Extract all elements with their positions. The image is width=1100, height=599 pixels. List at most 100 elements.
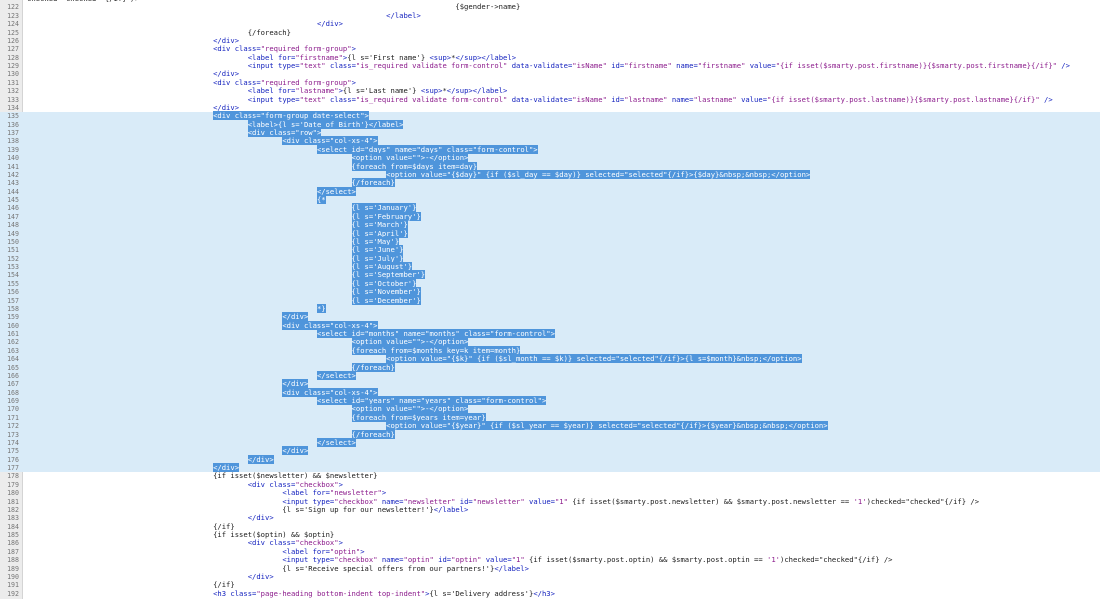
code-line[interactable]: 176 </div> (0, 454, 1100, 464)
code-line[interactable]: 171 {foreach from=$years item=year} (0, 412, 1100, 423)
code-line[interactable]: 166 </select> (0, 370, 1100, 381)
code-line[interactable]: 149 {l s='April'} (0, 228, 1100, 238)
code-line[interactable]: 158 *} (0, 303, 1100, 314)
code-text: <option value="{$day}" {if ($sl_day == $… (27, 169, 811, 179)
code-line[interactable]: 190 </div> (0, 572, 1100, 581)
code-text: {/foreach} (27, 28, 291, 37)
code-line[interactable]: 139 <select id="days" name="days" class=… (0, 144, 1100, 155)
code-line[interactable]: 125 {/foreach} (0, 28, 1100, 37)
code-line[interactable]: 135 <div class="form-group date-select"> (0, 111, 1100, 121)
code-line[interactable]: 142 <option value="{$day}" {if ($sl_day … (0, 169, 1100, 180)
code-token: class= (234, 77, 261, 87)
code-line[interactable]: 136 <label>{l s='Date of Birth'}</label> (0, 119, 1100, 129)
code-line[interactable]: 141 {foreach from=$days item=day} (0, 161, 1100, 171)
code-line[interactable]: 186 <div class="checkbox"> (0, 539, 1100, 548)
code-line[interactable]: 128 <label for="firstname">{l s='First n… (0, 53, 1100, 62)
code-line[interactable]: 151 {l s='June'} (0, 245, 1100, 255)
code-line[interactable]: 179 <div class="checkbox"> (0, 480, 1100, 489)
selected-code: <select id="years" name="years" class="f… (316, 396, 547, 405)
code-line[interactable]: 163 {foreach from=$months key=k item=mon… (0, 345, 1100, 356)
code-line[interactable]: 160 <div class="col-xs-4"> (0, 320, 1100, 330)
code-line[interactable]: 126 </div> (0, 36, 1100, 45)
code-line[interactable]: 175 </div> (0, 446, 1100, 456)
code-line[interactable]: 168 <div class="col-xs-4"> (0, 387, 1100, 397)
code-line[interactable]: 181 <input type="checkbox" name="newslet… (0, 496, 1100, 506)
code-line[interactable]: 162 <option value="">-</option> (0, 337, 1100, 347)
code-line[interactable]: 137 <div class="row"> (0, 128, 1100, 138)
code-line[interactable]: 131 <div class="required form-group"> (0, 77, 1100, 87)
code-line[interactable]: 169 <select id="years" name="years" clas… (0, 396, 1100, 406)
line-number: 144 (7, 187, 19, 196)
code-line[interactable]: 177 </div> (0, 463, 1100, 473)
code-text: </div> (27, 572, 274, 581)
code-line[interactable]: 180 <label for="newsletter"> (0, 488, 1100, 497)
code-line[interactable]: 127 <div class="required form-group"> (0, 45, 1100, 54)
code-line[interactable]: 178 {if isset($newsletter) && $newslette… (0, 472, 1100, 481)
code-line[interactable]: 189 {l s='Receive special offers from ou… (0, 564, 1100, 573)
code-line[interactable]: 153 {l s='August'} (0, 262, 1100, 272)
code-line[interactable]: 143 {/foreach} (0, 178, 1100, 188)
selected-code: </div> (247, 454, 274, 464)
line-number: 135 (7, 112, 19, 121)
code-line[interactable]: 123 </label> (0, 11, 1100, 20)
code-text: {foreach from=$months key=k item=month} (27, 345, 521, 355)
code-line[interactable]: 146 {l s='January'} (0, 203, 1100, 213)
code-line[interactable]: 134 </div> (0, 103, 1100, 112)
code-line[interactable]: 138 <div class="col-xs-4"> (0, 136, 1100, 146)
code-line[interactable]: 140 <option value="">-</option> (0, 153, 1100, 163)
code-text: {if isset($newsletter) && $newsletter} (27, 472, 377, 480)
code-line[interactable]: 145 {* (0, 195, 1100, 205)
code-text: *} (27, 303, 326, 313)
code-line[interactable]: 188 <input type="checkbox" name="optin" … (0, 555, 1100, 564)
line-number: 172 (7, 422, 19, 431)
code-line[interactable]: 156 {l s='November'} (0, 287, 1100, 297)
selected-code: {foreach from=$years item=year} (351, 412, 486, 422)
code-token: <label (247, 86, 278, 96)
code-token: "{if isset($smarty.post.firstname)}{$sma… (775, 61, 1057, 70)
code-line[interactable]: 132 <label for="lastname">{l s='Last nam… (0, 86, 1100, 96)
code-line[interactable]: 173 {/foreach} (0, 429, 1100, 439)
code-line[interactable]: 154 {l s='September'} (0, 270, 1100, 280)
code-token: </h3> (533, 588, 555, 598)
line-number: 169 (7, 397, 19, 405)
code-line[interactable]: 184 {/if} (0, 522, 1100, 531)
code-line[interactable]: 124 </div> (0, 19, 1100, 28)
code-text: {l s='June'} (27, 245, 404, 255)
code-line[interactable]: 130 </div> (0, 70, 1100, 79)
code-line[interactable]: 172 <option value="{$year}" {if ($sl_yea… (0, 421, 1100, 431)
selected-code: </div> (282, 379, 309, 389)
code-line[interactable]: 174 </select> (0, 437, 1100, 448)
code-text: </label> (27, 11, 421, 20)
code-token: "checkbox" (334, 496, 382, 506)
code-token: "isName" (572, 61, 612, 70)
code-line[interactable]: 148 {l s='March'} (0, 220, 1100, 230)
code-line[interactable]: 133 <input type="text" class="is_require… (0, 95, 1100, 104)
code-line[interactable]: 164 <option value="{$k}" {if ($sl_month … (0, 354, 1100, 364)
code-line[interactable]: 183 </div> (0, 514, 1100, 523)
code-line[interactable]: 150 {l s='May'} (0, 236, 1100, 247)
code-line[interactable]: 157 {l s='December'} (0, 295, 1100, 305)
code-text: {l s='February'} (27, 211, 421, 221)
selected-code: {l s='August'} (351, 262, 413, 271)
code-line[interactable]: 161 <select id="months" name="months" cl… (0, 329, 1100, 339)
code-text: </div> (27, 70, 239, 78)
code-line[interactable]: 165 {/foreach} (0, 362, 1100, 372)
code-text: {foreach from=$years item=year} (27, 412, 486, 422)
code-line[interactable]: 170 <option value="">-</option> (0, 404, 1100, 414)
code-line[interactable]: 122 {$gender->name} (0, 3, 1100, 12)
code-line[interactable]: 147 {l s='February'} (0, 211, 1100, 222)
code-line[interactable]: 185 {if isset($optin) && $optin} (0, 530, 1100, 539)
code-line[interactable]: 191 {/if} (0, 581, 1100, 590)
code-line[interactable]: 187 <label for="optin"> (0, 547, 1100, 556)
code-line[interactable]: 182 {l s='Sign up for our newsletter!'}<… (0, 505, 1100, 514)
code-line[interactable]: 152 {l s='July'} (0, 253, 1100, 263)
code-line[interactable]: 167 </div> (0, 379, 1100, 389)
code-line[interactable]: checked="checked" {/if} /> (0, 0, 1100, 3)
code-line[interactable]: 192 <h3 class="page-heading bottom-inden… (0, 588, 1100, 598)
code-line[interactable]: 159 </div> (0, 312, 1100, 322)
code-line[interactable]: 129 <input type="text" class="is_require… (0, 61, 1100, 70)
code-line[interactable]: 144 </select> (0, 186, 1100, 196)
code-line[interactable]: 155 {l s='October'} (0, 278, 1100, 289)
line-number: 128 (7, 53, 19, 62)
